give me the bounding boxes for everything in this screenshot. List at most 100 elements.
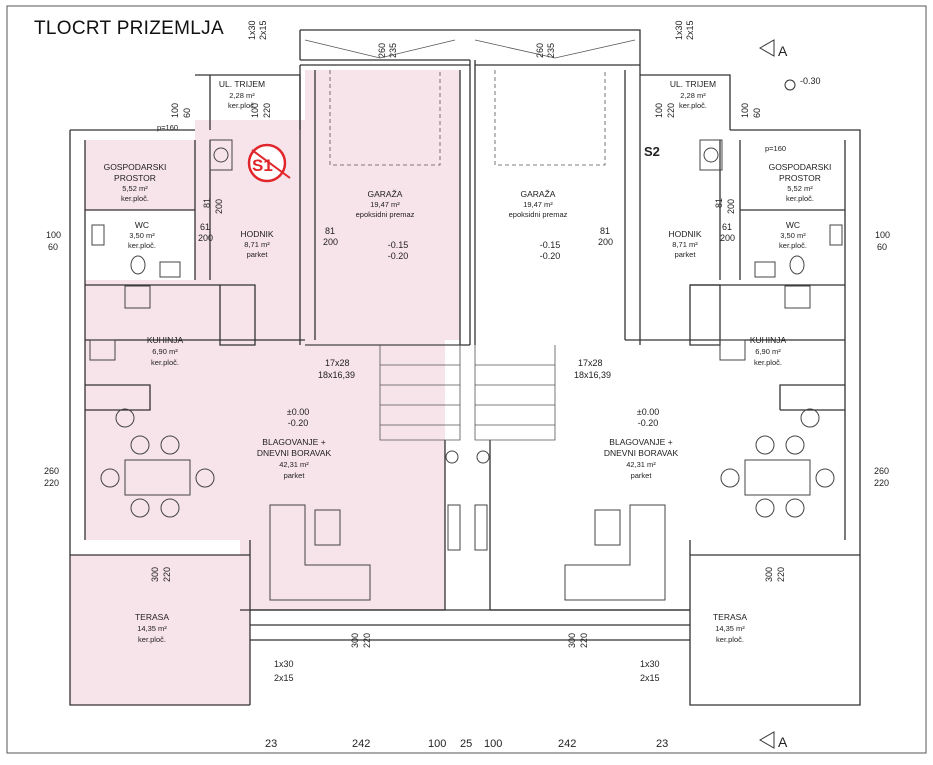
room-floor: epoksidni premaz [356, 210, 415, 219]
side-right-100: 100 [875, 230, 890, 240]
room-name: TERASA [713, 612, 747, 622]
side-left-100: 100 [46, 230, 61, 240]
room-floor: parket [247, 250, 269, 259]
stair-run-left-2: 18x16,39 [318, 370, 355, 380]
room-wc-right: WC 3,50 m² ker.ploč. [779, 220, 807, 250]
dim-left-200: 200 [198, 233, 213, 243]
door-p-right: p=160 [765, 144, 786, 153]
dim-right-100b-v: 100 [740, 103, 750, 118]
dim-left-100-v: 100 [170, 103, 180, 118]
dim-left-81: 81 [325, 226, 335, 236]
drawing-border [6, 5, 927, 754]
bottom-dim: 242 [352, 738, 370, 750]
win-right-260: 260 [874, 466, 889, 476]
room-gosp-left: GOSPODARSKI PROSTOR 5,52 m² ker.ploč. [104, 162, 167, 203]
win-left-260: 260 [44, 466, 59, 476]
s2-label: S2 [644, 144, 660, 159]
dim-right-200b: 200 [598, 237, 613, 247]
dim-right-220-v: 220 [666, 103, 676, 118]
stair-bottom-right-2: 2x15 [640, 673, 660, 683]
garage-dim-left-a: 260 [377, 43, 387, 58]
room-area: 3,50 m² [129, 231, 155, 240]
room-floor: ker.ploč. [779, 241, 807, 250]
room-trijem-left: UL. TRIJEM 2,28 m² ker.ploč. [219, 79, 265, 110]
room-level: -0.20 [540, 251, 561, 261]
room-name: KUHINJA [147, 335, 184, 345]
room-name: PROSTOR [114, 173, 156, 183]
room-name: WC [135, 220, 149, 230]
bottom-dim: 100 [428, 738, 446, 750]
bottom-dim: 242 [558, 738, 576, 750]
ter-left-220: 220 [162, 567, 172, 582]
garage-dim-right-a: 260 [535, 43, 545, 58]
s1-marker: S1 [247, 143, 291, 183]
room-name: BLAGOVANJE + [262, 437, 325, 447]
stair-run-right-1: 17x28 [578, 358, 603, 368]
room-level: ±0.00 [637, 407, 659, 417]
room-area: 19,47 m² [370, 200, 400, 209]
room-area: 14,35 m² [715, 624, 745, 633]
room-name: GARAŽA [368, 189, 403, 199]
room-name: UL. TRIJEM [670, 79, 716, 89]
dim-right-61: 61 [722, 222, 732, 232]
stair-top-left-1: 1x30 [247, 20, 257, 40]
room-floor: ker.ploč. [228, 101, 256, 110]
room-floor: parket [284, 471, 306, 480]
dim-left-200-v: 200 [214, 199, 224, 214]
room-name: GOSPODARSKI [104, 162, 167, 172]
room-level: ±0.00 [287, 407, 309, 417]
door-left-220: 220 [362, 633, 372, 648]
stair-run-right-2: 18x16,39 [574, 370, 611, 380]
room-area: 6,90 m² [755, 347, 781, 356]
room-level: -0.15 [388, 240, 409, 250]
room-name: DNEVNI BORAVAK [604, 448, 679, 458]
room-area: 2,28 m² [229, 91, 255, 100]
room-floor: epoksidni premaz [509, 210, 568, 219]
room-floor: parket [675, 250, 697, 259]
bottom-dim: 23 [656, 738, 668, 750]
level-top-right-label: -0.30 [800, 76, 821, 86]
door-left-300: 300 [350, 633, 360, 648]
room-area: 14,35 m² [137, 624, 167, 633]
level-top-right: -0.30 [784, 76, 821, 91]
room-floor: parket [631, 471, 653, 480]
room-area: 42,31 m² [279, 460, 309, 469]
dim-left-220-v: 220 [262, 103, 272, 118]
dim-right-100-v: 100 [654, 103, 664, 118]
room-name: GOSPODARSKI [769, 162, 832, 172]
room-kuhinja-left: KUHINJA 6,90 m² ker.ploč. [147, 335, 184, 367]
room-terasa-left: TERASA 14,35 m² ker.ploč. [135, 612, 169, 644]
room-hodnik-left: HODNIK 8,71 m² parket [240, 229, 273, 259]
dim-left-60-v: 60 [182, 108, 192, 118]
room-level: -0.20 [638, 418, 659, 428]
garage-dim-left-b: 235 [388, 43, 398, 58]
stair-top-right-1: 1x30 [674, 20, 684, 40]
room-floor: ker.ploč. [121, 194, 149, 203]
room-area: 6,90 m² [152, 347, 178, 356]
win-left-220: 220 [44, 478, 59, 488]
garage-doors [304, 39, 636, 346]
ter-right-300: 300 [764, 567, 774, 582]
room-terasa-right: TERASA 14,35 m² ker.ploč. [713, 612, 747, 644]
room-floor: ker.ploč. [679, 101, 707, 110]
dim-left-61: 61 [200, 222, 210, 232]
section-mark-top: A [758, 39, 788, 59]
s1-label: S1 [252, 156, 273, 175]
room-name: KUHINJA [750, 335, 787, 345]
door-p-left: p=160 [157, 123, 178, 132]
room-kuhinja-right: KUHINJA 6,90 m² ker.ploč. [750, 335, 787, 367]
room-area: 8,71 m² [672, 240, 698, 249]
room-area: 19,47 m² [523, 200, 553, 209]
room-wc-left: WC 3,50 m² ker.ploč. [128, 220, 156, 250]
room-trijem-right: UL. TRIJEM 2,28 m² ker.ploč. [670, 79, 716, 110]
dim-left-100b-v: 100 [250, 103, 260, 118]
room-area: 5,52 m² [122, 184, 148, 193]
room-dnevni-right: ±0.00 -0.20 BLAGOVANJE + DNEVNI BORAVAK … [604, 407, 679, 480]
stair-run-left-1: 17x28 [325, 358, 350, 368]
room-dnevni-left: ±0.00 -0.20 BLAGOVANJE + DNEVNI BORAVAK … [257, 407, 332, 480]
room-name: WC [786, 220, 800, 230]
room-garaza-left: GARAŽA 19,47 m² epoksidni premaz -0.15 -… [356, 189, 415, 261]
room-garaza-right: GARAŽA 19,47 m² epoksidni premaz -0.15 -… [509, 189, 568, 261]
room-area: 8,71 m² [244, 240, 270, 249]
